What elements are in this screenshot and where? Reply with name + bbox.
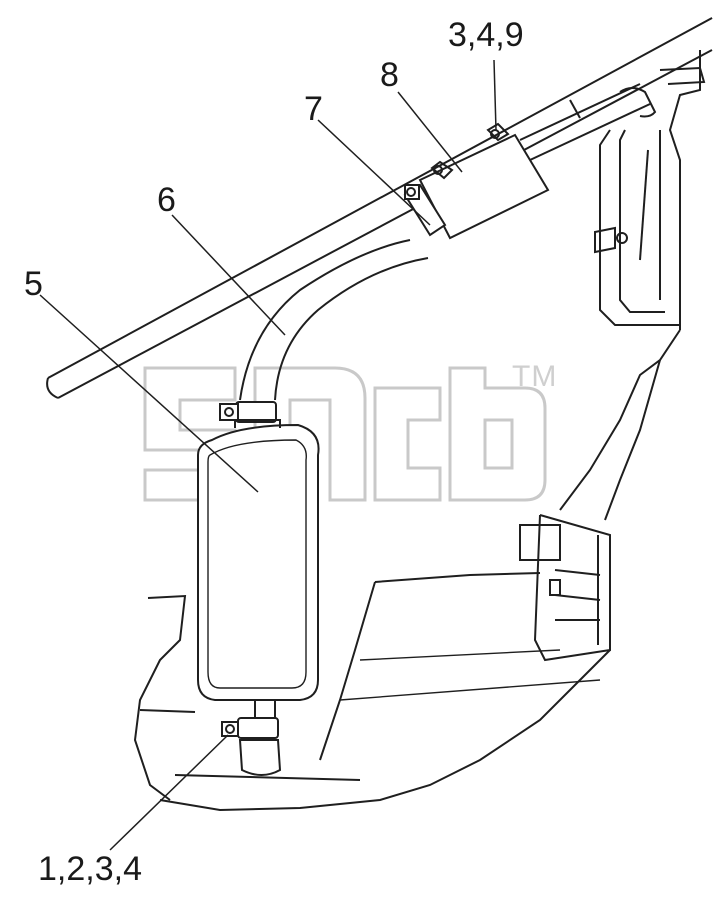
lower-clamp [221,700,282,776]
upper-rail [519,66,706,161]
tank [197,419,320,701]
trademark-mark: TM [512,360,558,393]
upper-clamp [219,401,277,423]
hose [239,239,429,401]
callout-label-7: 7 [304,90,323,128]
callout-label-6: 6 [157,181,176,219]
callout-label-1-2-3-4: 1,2,3,4 [38,850,142,888]
leader-lines [39,59,497,851]
callout-label-5: 5 [24,265,43,303]
lower-body [133,572,611,812]
callout-label-3-4-9: 3,4,9 [448,16,524,54]
sloped-beam [46,17,713,399]
lower-bracket [519,514,611,662]
side-frame [559,50,701,521]
callout-label-8: 8 [380,56,399,94]
connector-fitting [403,183,447,237]
